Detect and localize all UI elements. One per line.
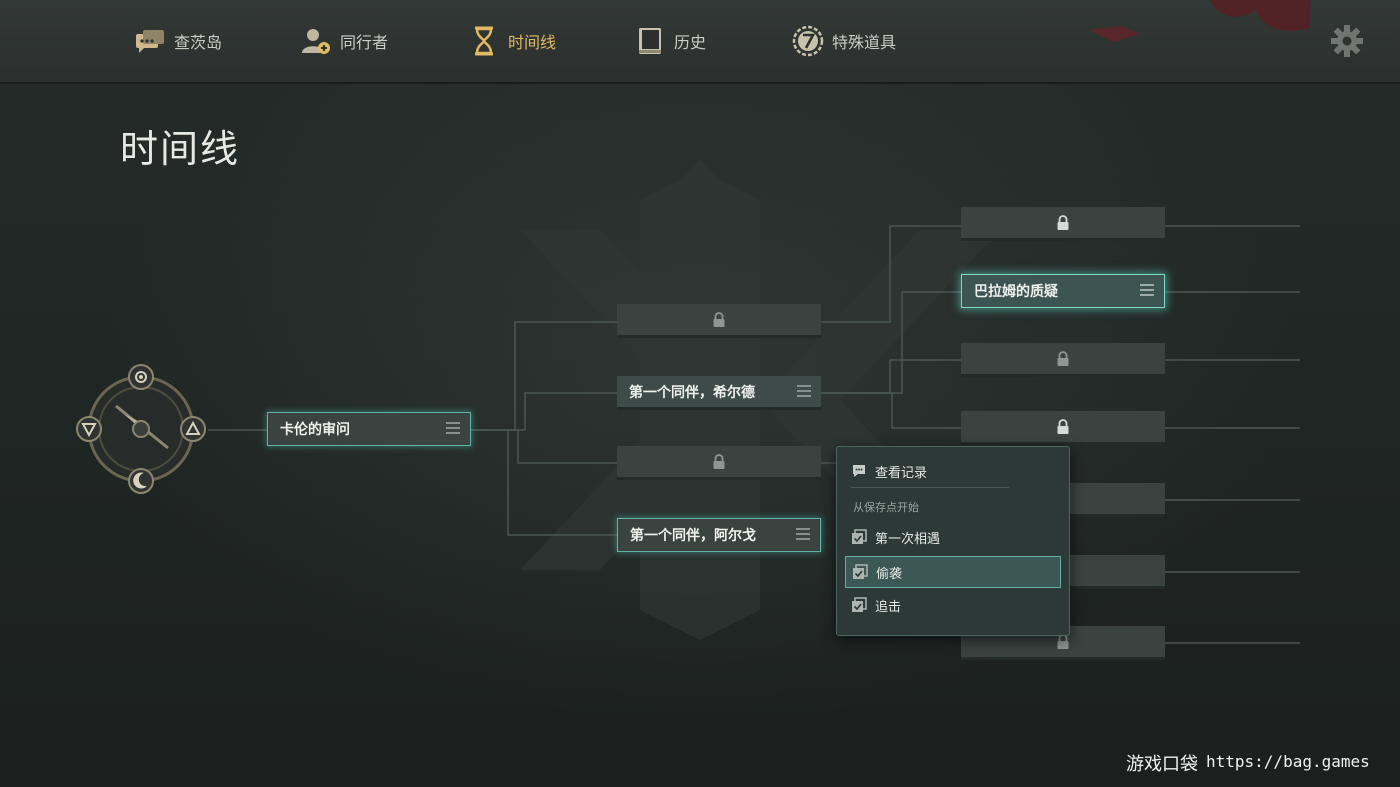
checkpoint-icon	[852, 529, 867, 544]
option-label: 偷袭	[876, 566, 903, 582]
coin-seven-icon	[792, 25, 824, 57]
menu-section-label: 从保存点开始	[853, 501, 919, 514]
timeline-node-locked[interactable]	[617, 446, 821, 480]
menu-divider	[851, 487, 1009, 488]
lock-icon	[713, 311, 725, 327]
page-title: 时间线	[120, 127, 241, 171]
timeline-node-balam-doubt[interactable]: 巴拉姆的质疑	[961, 274, 1165, 308]
top-navigation-bar: 查茨岛 同行者 时间线 历史 特殊道具	[0, 0, 1400, 84]
timeline-node-companion-argo[interactable]: 第一个同伴，阿尔戈	[617, 518, 821, 552]
checkpoint-icon	[852, 597, 867, 612]
watermark-url: https://bag.games	[1206, 752, 1370, 771]
checkpoint-option[interactable]: 第一次相遇	[845, 521, 1061, 553]
checkpoint-option[interactable]: 追击	[845, 589, 1061, 621]
menu-lines-icon[interactable]	[796, 528, 810, 540]
timeline-node-locked[interactable]	[961, 343, 1165, 377]
timeline-node-companion-hilde[interactable]: 第一个同伴，希尔德	[617, 376, 821, 410]
speech-bubble-icon	[853, 465, 865, 477]
companion-icon	[302, 29, 330, 54]
compass-node-bottom[interactable]	[128, 468, 154, 494]
lock-icon	[1057, 350, 1069, 366]
lock-icon	[713, 453, 725, 469]
node-label: 卡伦的审问	[280, 422, 350, 438]
book-icon	[639, 28, 661, 54]
chat-bubbles-icon	[136, 30, 164, 53]
view-record-option[interactable]: 查看记录	[845, 455, 1061, 487]
nav-tab-label: 特殊道具	[832, 33, 897, 52]
option-label: 查看记录	[875, 465, 928, 481]
hourglass-icon	[475, 26, 493, 56]
timeline-node-root[interactable]: 卡伦的审问	[267, 412, 471, 446]
nav-tab-history[interactable]: 历史	[634, 22, 706, 60]
nav-tab-label: 查茨岛	[174, 33, 223, 52]
compass-node-top[interactable]	[128, 364, 154, 390]
nav-tab-chat[interactable]: 查茨岛	[134, 22, 222, 60]
checkpoint-option-selected[interactable]: 偷袭	[845, 556, 1061, 588]
nav-tab-companions[interactable]: 同行者	[300, 22, 388, 60]
lock-icon	[1057, 214, 1069, 230]
red-splatter-decoration	[1088, 0, 1310, 42]
timeline-node-locked[interactable]	[617, 304, 821, 338]
option-label: 第一次相遇	[875, 531, 941, 547]
timeline-node-locked[interactable]	[961, 207, 1165, 241]
watermark-text: 游戏口袋	[1126, 754, 1198, 775]
menu-lines-icon[interactable]	[1140, 284, 1154, 296]
menu-lines-icon[interactable]	[446, 422, 460, 434]
node-label: 第一个同伴，阿尔戈	[630, 528, 756, 544]
compass-node-left[interactable]	[76, 416, 102, 442]
timeline-node-locked[interactable]	[961, 411, 1165, 445]
menu-lines-icon[interactable]	[797, 385, 811, 397]
nav-tab-label: 历史	[674, 33, 707, 52]
node-context-menu: 查看记录 从保存点开始 第一次相遇 偷袭 追击	[836, 446, 1070, 636]
nav-tab-special-items[interactable]: 特殊道具	[792, 22, 896, 60]
option-label: 追击	[875, 599, 902, 615]
compass-dial[interactable]	[74, 362, 208, 496]
compass-node-right[interactable]	[180, 416, 206, 442]
gear-icon[interactable]	[1330, 24, 1364, 58]
nav-tab-label: 时间线	[508, 33, 557, 52]
checkpoint-icon	[853, 564, 868, 579]
node-label: 巴拉姆的质疑	[974, 284, 1058, 300]
node-label: 第一个同伴，希尔德	[629, 384, 755, 401]
watermark: 游戏口袋 https://bag.games	[1126, 750, 1370, 776]
nav-tab-label: 同行者	[340, 33, 389, 52]
lock-icon	[1057, 418, 1069, 434]
nav-tab-timeline[interactable]: 时间线	[468, 22, 556, 60]
